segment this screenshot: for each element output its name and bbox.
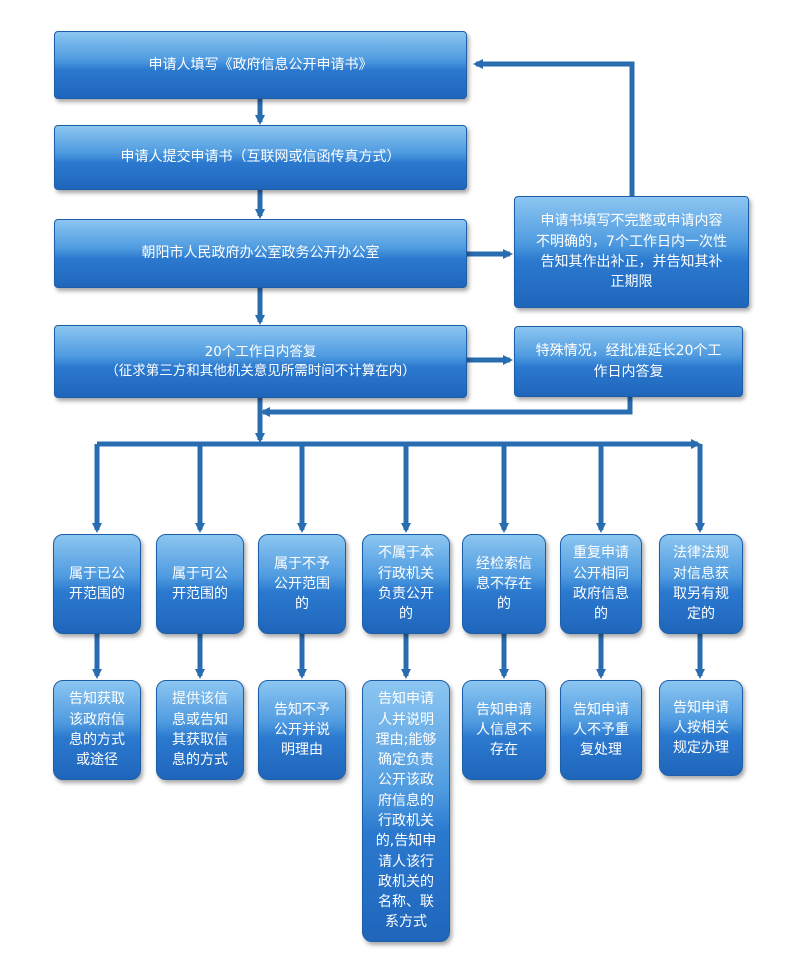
condition-not-responsible: 不属于本 行政机关 负责公开 的 [362, 534, 450, 634]
step-submit-application: 申请人提交申请书（互联网或信函传真方式） [54, 125, 467, 190]
step-fill-form: 申请人填写《政府信息公开申请书》 [54, 31, 467, 99]
response-provide-info: 提供该信 息或告知 其获取信 息的方式 [156, 680, 244, 780]
response-follow-regulations: 告知申请 人按相关 规定办理 [659, 680, 743, 776]
response-how-to-obtain: 告知获取 该政府信 息的方式 或途径 [53, 680, 141, 780]
response-info-not-exist: 告知申请 人信息不 存在 [462, 680, 546, 780]
response-no-repeat-processing: 告知申请 人不予重 复处理 [560, 680, 642, 780]
condition-can-be-public: 属于可公 开范围的 [156, 534, 244, 634]
note-extension: 特殊情况，经批准延长20个工 作日内答复 [514, 326, 743, 397]
arrow-extension-back [260, 397, 633, 417]
step-reply-20-days: 20个工作日内答复 （征求第三方和其他机关意见所需时间不计算在内） [54, 325, 467, 398]
arrow-incomplete-back [473, 59, 635, 196]
condition-already-public: 属于已公 开范围的 [53, 534, 141, 634]
response-refuse-with-reason: 告知不予 公开并说 明理由 [258, 680, 346, 780]
condition-not-public: 属于不予 公开范围 的 [258, 534, 346, 634]
condition-law-regulation: 法律法规 对信息获 取另有规 定的 [659, 534, 743, 634]
condition-repeat-request: 重复申请 公开相同 政府信息 的 [560, 534, 642, 634]
response-refer-other-agency: 告知申请 人并说明 理由;能够 确定负责 公开该政 府信息的 行政机关 的,告知… [362, 680, 450, 942]
note-incomplete-application: 申请书填写不完整或申请内容 不明确的，7个工作日内一次性 告知其作出补正，并告知… [514, 196, 749, 308]
step-government-office: 朝阳市人民政府办公室政务公开办公室 [54, 219, 467, 288]
condition-not-exist: 经检索信 息不存在 的 [462, 534, 546, 634]
